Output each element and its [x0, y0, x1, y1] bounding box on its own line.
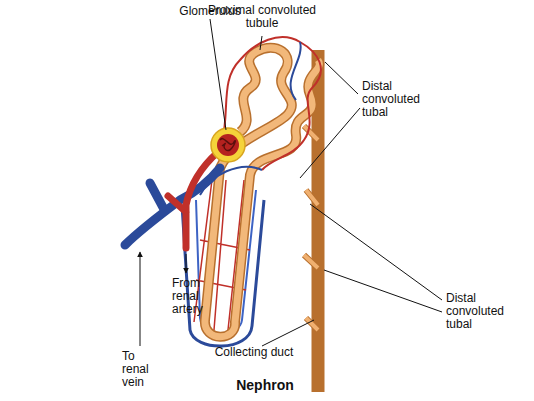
part-label: Proximal convoluted tubule: [206, 4, 318, 30]
part-label: From renal artery: [172, 277, 220, 316]
renal-vein: [125, 168, 220, 245]
leader-line: [310, 204, 442, 300]
flow-arrow: [186, 254, 187, 273]
part-label: To renal vein: [122, 350, 162, 389]
renal-tubule: [205, 48, 319, 337]
part-label: Collecting duct: [214, 346, 294, 359]
duct-branch: [304, 126, 318, 330]
glomerulus-tuft: [217, 134, 239, 156]
leader-line: [260, 36, 262, 50]
tubule-outline: [205, 48, 319, 337]
flow-arrow: [140, 252, 141, 346]
leader-line: [300, 108, 360, 178]
part-label: Distal convoluted tubal: [362, 80, 438, 119]
leader-line: [324, 270, 442, 312]
leader-line: [210, 19, 226, 130]
part-label: Distal convoluted tubal: [446, 292, 522, 331]
renal-artery: [168, 152, 218, 248]
duct-branch-outline: [304, 126, 318, 330]
caption: Nephron: [210, 377, 320, 393]
leader-line: [325, 62, 358, 94]
leader-line: [262, 320, 314, 346]
glomerulus-capillary: [220, 139, 235, 151]
bowman-capsule: [211, 128, 245, 162]
